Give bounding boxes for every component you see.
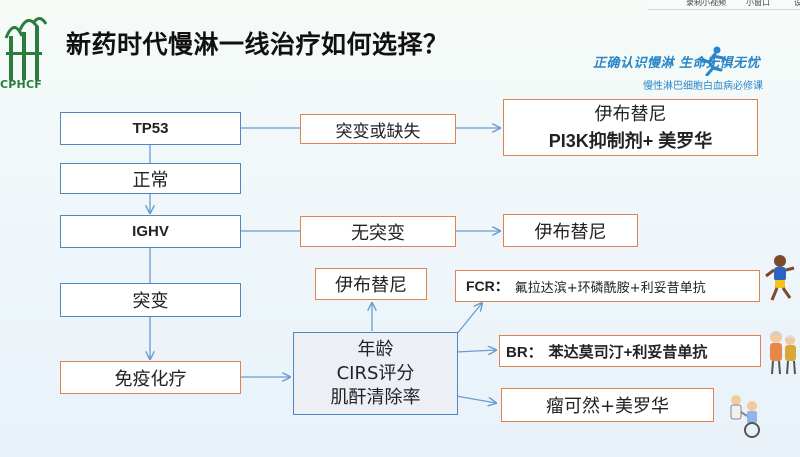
node-option-br: BR： 苯达莫司汀+利妥昔单抗 <box>499 335 761 367</box>
fcr-label: FCR： <box>466 278 509 294</box>
node-no-mutation: 无突变 <box>300 216 456 247</box>
logo-text: CPHCF <box>0 78 42 91</box>
node-normal-label: 正常 <box>132 169 169 191</box>
brand-slogan: 正确认识慢淋 生命无惧无忧 <box>593 56 761 71</box>
node-option-fcr: FCR： 氟拉达滨+环磷酰胺+利妥昔单抗 <box>455 270 760 302</box>
assessment-creatinine: 肌酐清除率 <box>330 386 421 408</box>
assessment-cirs: CIRS评分 <box>336 362 415 384</box>
small-window-button[interactable]: 小窗口 <box>746 0 770 7</box>
arrow-assessment-to-chlorambucil <box>455 395 496 403</box>
page-title: 新药时代慢淋一线治疗如何选择？ <box>66 30 449 59</box>
runner-person-icon <box>765 255 795 301</box>
node-no-mutation-label: 无突变 <box>351 222 405 244</box>
node-result-ibrutinib-pi3k: 伊布替尼 PI3K抑制剂+ 美罗华 <box>503 99 758 156</box>
brand-banner: 正确认识慢淋 生命无惧无忧 慢性淋巴细胞白血病必修课 <box>583 46 799 102</box>
fcr-text: 氟拉达滨+环磷酰胺+利妥昔单抗 <box>514 280 706 296</box>
chlorambucil-text: 瘤可然+美罗华 <box>545 396 670 417</box>
arrow-assessment-to-fcr <box>455 303 482 336</box>
node-tp53-label: TP53 <box>132 120 169 137</box>
node-chemo-label: 免疫化疗 <box>114 368 187 390</box>
br-text: 苯达莫司汀+利妥昔单抗 <box>548 343 708 361</box>
record-video-button[interactable]: 录制小视频 <box>686 0 726 7</box>
node-option-chlorambucil: 瘤可然+美罗华 <box>501 388 714 422</box>
node-result-ibrutinib: 伊布替尼 <box>503 214 638 247</box>
node-mutated: 突变 <box>60 283 241 317</box>
node-normal: 正常 <box>60 163 241 194</box>
node-result1-line2: PI3K抑制剂+ 美罗华 <box>548 130 713 151</box>
arrow-assessment-to-br <box>455 350 496 352</box>
node-tp53: TP53 <box>60 112 241 145</box>
option-ibrutinib-label: 伊布替尼 <box>335 275 407 296</box>
settings-button[interactable]: 设 <box>794 0 800 7</box>
node-mutation-or-loss: 突变或缺失 <box>300 114 456 144</box>
window-toolbar: 录制小视频 小窗口 设 <box>648 0 800 10</box>
node-result1-line1: 伊布替尼 <box>594 103 667 125</box>
node-option-ibrutinib: 伊布替尼 <box>315 268 427 300</box>
br-label: BR： <box>506 343 543 361</box>
elderly-couple-icon <box>770 331 796 375</box>
node-immunochemotherapy: 免疫化疗 <box>60 361 241 394</box>
node-mutated-label: 突变 <box>132 291 169 312</box>
runner-icon <box>699 46 725 76</box>
brand-subtitle: 慢性淋巴细胞白血病必修课 <box>643 81 763 92</box>
node-mutation-or-loss-label: 突变或缺失 <box>335 121 421 142</box>
node-assessment: 年龄 CIRS评分 肌酐清除率 <box>293 332 458 415</box>
node-ighv: IGHV <box>60 215 241 248</box>
node-result2-label: 伊布替尼 <box>534 221 607 243</box>
node-ighv-label: IGHV <box>132 223 169 240</box>
cphcf-logo-icon <box>4 17 48 80</box>
assessment-age: 年龄 <box>357 338 394 360</box>
caregiver-wheelchair-icon <box>730 395 760 438</box>
